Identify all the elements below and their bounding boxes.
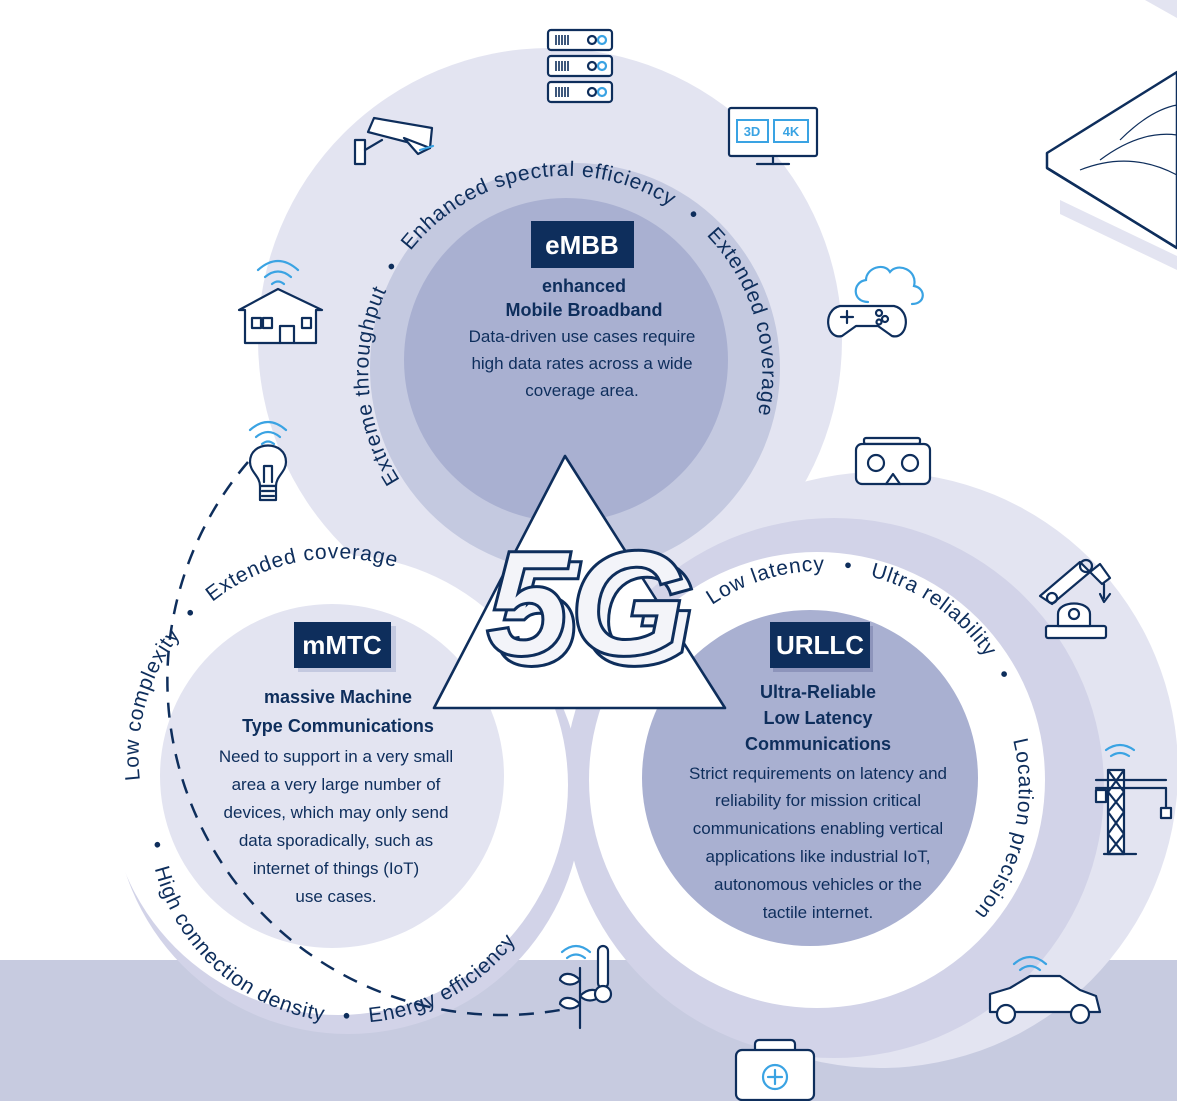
- urllc-body-line4: applications like industrial IoT,: [706, 847, 931, 866]
- 5g-triangle: [432, 454, 727, 710]
- mmtc-ring-separator-2: •: [145, 840, 169, 851]
- urllc-body-line3: communications enabling vertical: [693, 819, 943, 838]
- mmtc-body-line3: devices, which may only send: [224, 803, 449, 822]
- embb-body-line2: high data rates across a wide: [471, 354, 692, 373]
- urllc-body-line6: tactile internet.: [763, 903, 874, 922]
- urllc-badge-label: URLLC: [776, 630, 864, 660]
- mmtc-body-line5: internet of things (IoT): [253, 859, 419, 878]
- tv-3d-4k-icon: 3D 4K: [727, 106, 819, 166]
- embb-block: eMBB enhanced Mobile Broadband Data-driv…: [469, 221, 696, 400]
- robot-arm-icon: [1038, 558, 1112, 640]
- smart-farming-icon: [558, 944, 613, 1030]
- urllc-title-line2: Low Latency: [763, 708, 872, 728]
- mmtc-inner-circle: [160, 604, 504, 948]
- embb-inner-circle: [404, 198, 728, 522]
- mmtc-title-line2: Type Communications: [242, 716, 434, 736]
- 5g-logo-text: 5G: [486, 519, 686, 687]
- mmtc-body-line6: use cases.: [295, 887, 376, 906]
- crane-icon: [1094, 743, 1173, 856]
- base-station-graphic: [1045, 0, 1177, 270]
- mmtc-block: mMTC massive Machine Type Communications…: [219, 622, 453, 906]
- urllc-body-line2: reliability for mission critical: [715, 791, 921, 810]
- urllc-title-line3: Communications: [745, 734, 891, 754]
- mmtc-body-line1: Need to support in a very small: [219, 747, 453, 766]
- mmtc-body-line2: area a very large number of: [232, 775, 441, 794]
- security-camera-icon: [353, 116, 435, 166]
- mmtc-body-line4: data sporadically, such as: [239, 831, 433, 850]
- vr-headset-icon: [854, 436, 932, 486]
- remote-health-icon: [734, 1038, 816, 1101]
- urllc-inner-circle: [642, 610, 978, 946]
- urllc-badge: [770, 622, 870, 668]
- embb-badge: [531, 221, 634, 268]
- embb-title-line1: enhanced: [542, 276, 626, 296]
- mmtc-ring-separator-3: •: [342, 1005, 351, 1028]
- embb-badge-label: eMBB: [545, 230, 619, 260]
- 5g-logo-depth: 5G: [496, 529, 696, 697]
- tv-3d-label: 3D: [744, 124, 761, 139]
- urllc-body-line1: Strict requirements on latency and: [689, 764, 947, 783]
- smart-home-icon: [237, 259, 324, 345]
- mmtc-badge-label: mMTC: [302, 630, 382, 660]
- embb-body-line3: coverage area.: [525, 381, 638, 400]
- urllc-block: URLLC Ultra-Reliable Low Latency Communi…: [689, 622, 947, 922]
- mmtc-title-line1: massive Machine: [264, 687, 412, 707]
- server-rack-icon: [546, 28, 614, 104]
- urllc-body-line5: autonomous vehicles or the: [714, 875, 922, 894]
- mmtc-badge: [294, 622, 391, 668]
- embb-title-line2: Mobile Broadband: [506, 300, 663, 320]
- tv-4k-label: 4K: [783, 124, 800, 139]
- 5g-logo: 5G 5G: [432, 454, 727, 710]
- smart-bulb-icon: [248, 420, 288, 502]
- urllc-title-line1: Ultra-Reliable: [760, 682, 876, 702]
- connected-car-icon: [988, 955, 1102, 1025]
- embb-body-line1: Data-driven use cases require: [469, 327, 696, 346]
- cloud-gaming-icon: [827, 265, 924, 338]
- urllc-ring-separator-1: •: [843, 554, 854, 578]
